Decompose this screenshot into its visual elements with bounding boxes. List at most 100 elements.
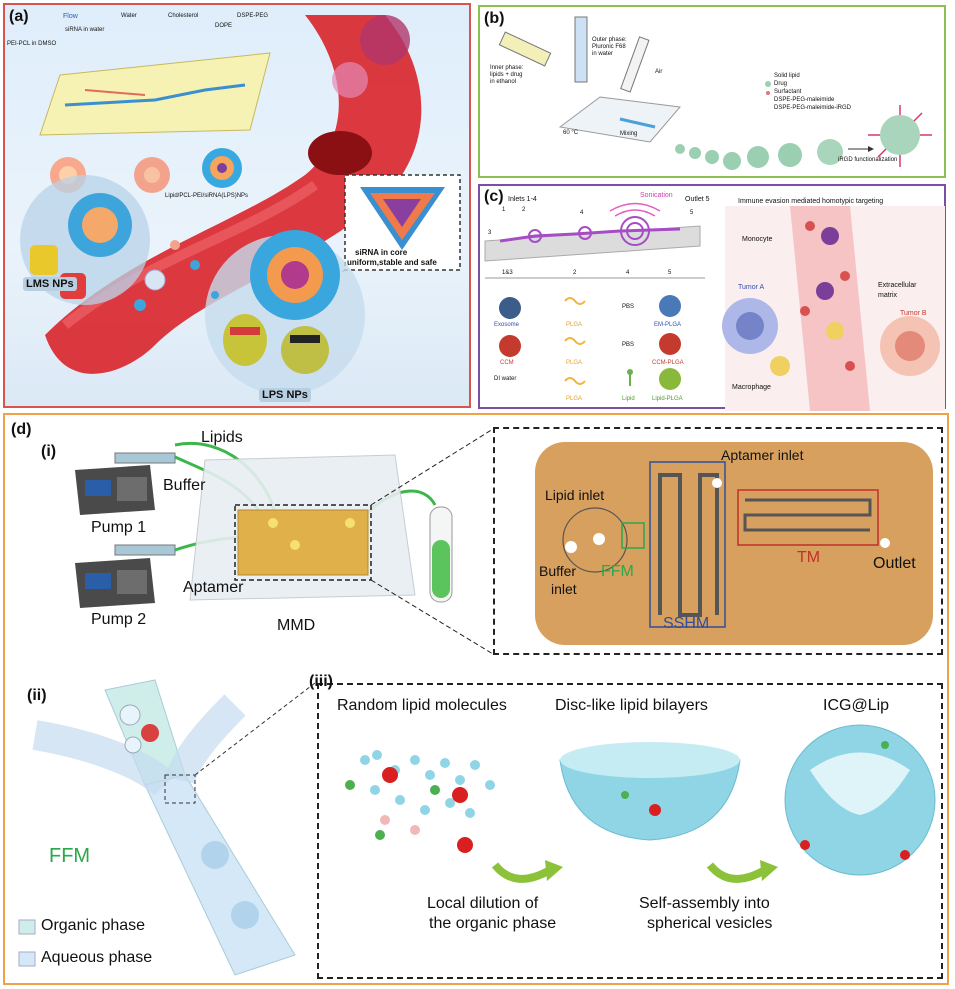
inner-phase-1: Inner phase:	[490, 65, 524, 71]
sonication-chip	[484, 225, 701, 262]
legend-dspe-irgd: DSPE-PEG-maleimide-iRGD	[774, 105, 852, 111]
sshm-label: SSHM	[663, 615, 710, 632]
cholesterol-label: Cholesterol	[168, 13, 199, 19]
cell-pbs-1: PBS	[622, 304, 635, 310]
syringe-left	[498, 31, 552, 67]
aptamer-inlet-label: Aptamer inlet	[721, 447, 804, 463]
air-label: Air	[655, 69, 663, 75]
col-header-3: 4	[626, 270, 630, 276]
cell-ccm: CCM	[500, 360, 514, 366]
panel-d-letter: (d)	[11, 421, 32, 438]
em-plga-icon	[659, 295, 681, 317]
panel-a: (a) Flow Water Cholesterol DOPE DSPE-PEG…	[3, 3, 471, 408]
sub-iii-label: (iii)	[309, 673, 333, 690]
panel-b: (b) Outer phase: Pluronic F68 in water I…	[478, 5, 946, 178]
panel-c: (c) Inlets 1-4 Sonication Outlet 5 1 2 3…	[478, 184, 946, 411]
macrophage-icon	[770, 356, 790, 376]
macrophage-label: Macrophage	[732, 384, 771, 391]
flow-label: Flow	[63, 13, 78, 20]
buffer-inlet-label-1: Buffer	[539, 563, 577, 579]
irgd-particle	[880, 115, 920, 155]
zoom-chip	[535, 442, 933, 645]
outer-phase-3: in water	[592, 51, 614, 57]
ecm-label-1: Extracellular	[878, 282, 917, 289]
microfluidic-chip	[39, 52, 271, 136]
buffer-inlet-label-2: inlet	[551, 581, 577, 597]
legend-drug: Drug	[774, 81, 788, 87]
random-lipids-cluster	[345, 750, 495, 853]
monocyte-icon	[821, 227, 839, 245]
tissue-blob	[360, 15, 410, 65]
sshm-box	[649, 461, 726, 628]
inner-phase-2: lipids + drug	[490, 72, 523, 78]
panel-d-illustration	[18, 428, 936, 976]
cell-lipid-plga: Lipid-PLGA	[652, 396, 683, 402]
monocyte-label: Monocyte	[742, 236, 773, 243]
syringe-top	[574, 16, 588, 83]
immune-title: Immune evasion mediated homotypic target…	[738, 198, 884, 205]
pump2-label: Pump 2	[91, 611, 147, 628]
cell-ccm-plga: CCM-PLGA	[652, 360, 684, 366]
ffm-channel-aqueous	[144, 774, 296, 976]
stage1-label: Random lipid molecules	[337, 697, 507, 714]
lps-caption: Lipid/PCL-PEI/siRNA(LPS)NPs	[165, 193, 249, 199]
aqueous-phase-label: Aqueous phase	[41, 949, 153, 966]
inlets-label: Inlets 1-4	[508, 196, 537, 203]
pump-2	[75, 544, 176, 608]
organic-phase-label: Organic phase	[41, 917, 146, 934]
dspe-peg-label: DSPE-PEG	[237, 13, 269, 19]
step1-line2: the organic phase	[429, 915, 557, 932]
syringe-right	[620, 36, 650, 93]
ffm-box	[621, 522, 645, 549]
step1-line1: Local dilution of	[427, 895, 539, 912]
legend-surfactant: Surfactant	[774, 89, 802, 95]
inset-line-2: uniform,stable and safe	[347, 258, 437, 267]
buffer-inlet-ring	[562, 507, 628, 573]
temp-label: 60 °C	[563, 130, 579, 136]
cell-lipid: Lipid	[622, 396, 635, 402]
tumor-b-label: Tumor B	[900, 310, 927, 317]
panel-c-illustration	[484, 202, 945, 411]
water-label: Water	[121, 13, 137, 19]
chip-num-2: 2	[522, 207, 526, 213]
buffer-label: Buffer	[163, 477, 206, 494]
cell-plga-1: PLGA	[566, 322, 583, 328]
cell-plga-3: PLGA	[566, 396, 583, 402]
chip-num-5: 5	[690, 210, 694, 216]
mixing-label: Mixing	[620, 131, 638, 137]
panel-b-illustration	[498, 16, 932, 170]
chip-num-4: 4	[580, 210, 584, 216]
plga-wave-3	[564, 377, 586, 385]
col-header-1: 1&3	[502, 270, 513, 276]
cell-exosome: Exosome	[494, 322, 520, 328]
tumor-a-label: Tumor A	[738, 284, 765, 291]
ccm-icon	[499, 335, 521, 357]
step2-line2: spherical vesicles	[647, 915, 773, 932]
plga-wave-2	[564, 337, 586, 345]
cell-em-plga: EM-PLGA	[654, 322, 682, 328]
sub-i-label: (i)	[41, 443, 57, 460]
tm-label: TM	[797, 549, 821, 566]
ffm-big-label: FFM	[49, 845, 91, 867]
legend-solid-lipid: Solid lipid	[774, 73, 800, 79]
legend-organic-swatch	[18, 919, 36, 935]
legend-aqueous-swatch	[18, 951, 36, 967]
sirna-label: siRNA in water	[65, 27, 105, 33]
ffm-chip-label: FFM	[601, 563, 634, 580]
legend-dspe-mal: DSPE-PEG-maleimide	[774, 97, 835, 103]
lps-label: LPS NPs	[259, 388, 311, 402]
panel-b-letter: (b)	[484, 10, 505, 27]
col-header-4: 5	[668, 270, 672, 276]
arrow-step-1	[491, 862, 552, 883]
outlet-label: Outlet 5	[685, 196, 710, 203]
chip-num-1: 1	[502, 207, 506, 213]
lipid-nanoparticles	[675, 139, 843, 170]
stage2-label: Disc-like lipid bilayers	[555, 697, 708, 714]
pump1-label: Pump 1	[91, 519, 147, 536]
plga-wave-1	[564, 297, 586, 305]
lms-label: LMS NPs	[23, 277, 77, 291]
panel-a-illustration	[20, 15, 461, 395]
cell-di-water: DI water	[494, 376, 517, 382]
inner-phase-3: in ethanol	[490, 79, 517, 85]
chip-num-3: 3	[488, 230, 492, 236]
